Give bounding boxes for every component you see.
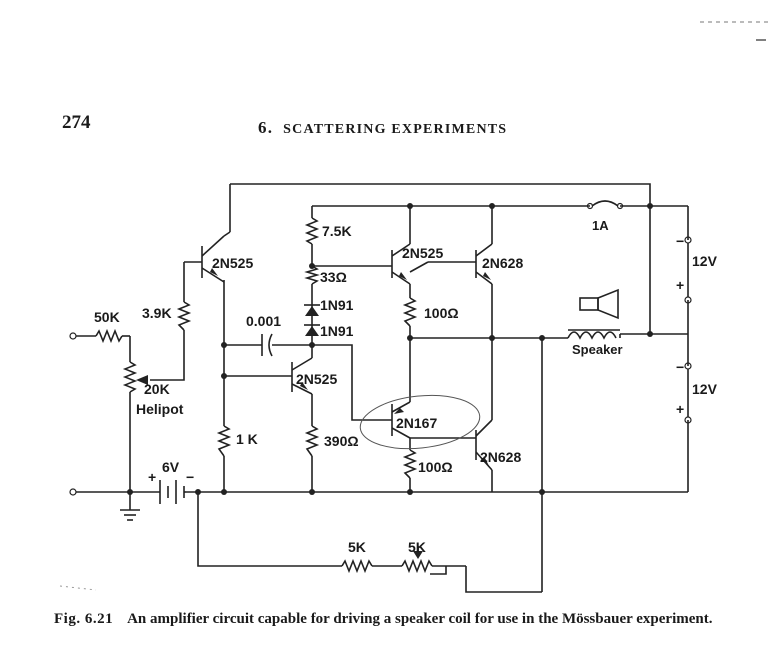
- label-speaker: Speaker: [572, 342, 623, 357]
- label-feedback-r2: 5K: [408, 539, 426, 555]
- label-q2: 2N525: [296, 371, 337, 387]
- label-r-100-bottom: 100Ω: [418, 459, 453, 475]
- resistor-7-5k: [304, 217, 320, 245]
- diode-1n91-a: [304, 298, 320, 320]
- transistor-q3: [391, 243, 429, 285]
- label-supply-lower-plus: +: [676, 401, 684, 417]
- label-diode-b: 1N91: [320, 323, 354, 339]
- transistor-q2: [291, 357, 313, 395]
- label-battery-minus: −: [186, 469, 194, 485]
- label-r-390: 390Ω: [324, 433, 359, 449]
- label-q4: 2N628: [482, 255, 523, 271]
- label-feedback-r1: 5K: [348, 539, 366, 555]
- label-helipot-value: 20K: [144, 381, 170, 397]
- resistor-100-top: [402, 297, 418, 327]
- chapter-number: 6.: [258, 118, 274, 137]
- figure-caption-text: An amplifier circuit capable for driving…: [127, 611, 713, 627]
- resistor-5k-fixed: [341, 558, 373, 574]
- label-supply-12v-lower: 12V: [692, 381, 718, 397]
- label-r-3-9k: 3.9K: [142, 305, 172, 321]
- label-battery-plus: +: [148, 469, 156, 485]
- wiring: [76, 183, 689, 593]
- terminals: [69, 236, 692, 496]
- transistor-q5: [391, 401, 428, 439]
- scan-artifact: [59, 585, 97, 591]
- label-fuse: 1A: [592, 218, 609, 233]
- label-supply-upper-plus: +: [676, 277, 684, 293]
- label-r-100-top: 100Ω: [424, 305, 459, 321]
- running-head: 6. SCATTERING EXPERIMENTS: [258, 118, 507, 138]
- resistor-3-9k: [176, 301, 192, 331]
- label-supply-12v-upper: 12V: [692, 253, 718, 269]
- resistor-50k: [95, 328, 123, 344]
- label-battery: 6V: [162, 459, 180, 475]
- helipot-20k: [122, 361, 148, 393]
- label-helipot: Helipot: [136, 401, 184, 417]
- fuse-1a: [586, 200, 624, 210]
- label-supply-upper-minus: −: [676, 233, 684, 249]
- figure-caption: Fig. 6.21 An amplifier circuit capable fo…: [54, 610, 744, 628]
- resistor-33: [304, 265, 320, 285]
- resistor-1k: [216, 425, 232, 457]
- label-supply-lower-minus: −: [676, 359, 684, 375]
- label-r-7-5k: 7.5K: [322, 223, 352, 239]
- battery-6v: [159, 480, 186, 504]
- speaker-icon: [567, 288, 621, 340]
- pencil-annotation-circle: [359, 394, 481, 450]
- label-q1: 2N525: [212, 255, 253, 271]
- label-r-33: 33Ω: [320, 269, 347, 285]
- ground-icon: [120, 508, 140, 521]
- label-q3: 2N525: [402, 245, 443, 261]
- label-r-1k: 1 K: [236, 431, 258, 447]
- label-q5: 2N167: [396, 415, 437, 431]
- label-q6: 2N628: [480, 449, 521, 465]
- chapter-title: SCATTERING EXPERIMENTS: [283, 122, 508, 137]
- capacitor-0-001: [261, 333, 273, 357]
- resistor-5k-variable: [401, 546, 433, 574]
- label-diode-a: 1N91: [320, 297, 354, 313]
- transistor-q4: [475, 243, 493, 285]
- label-r-50k: 50K: [94, 309, 120, 325]
- page-number: 274: [62, 112, 91, 133]
- transistor-q1: [201, 231, 231, 283]
- resistor-100-bottom: [402, 449, 418, 479]
- diode-1n91-b: [304, 320, 320, 340]
- label-capacitor: 0.001: [246, 313, 281, 329]
- resistor-390: [304, 425, 320, 457]
- transistor-q6: [475, 419, 493, 471]
- junction-dots: [127, 203, 653, 495]
- figure-label: Fig. 6.21: [54, 611, 114, 627]
